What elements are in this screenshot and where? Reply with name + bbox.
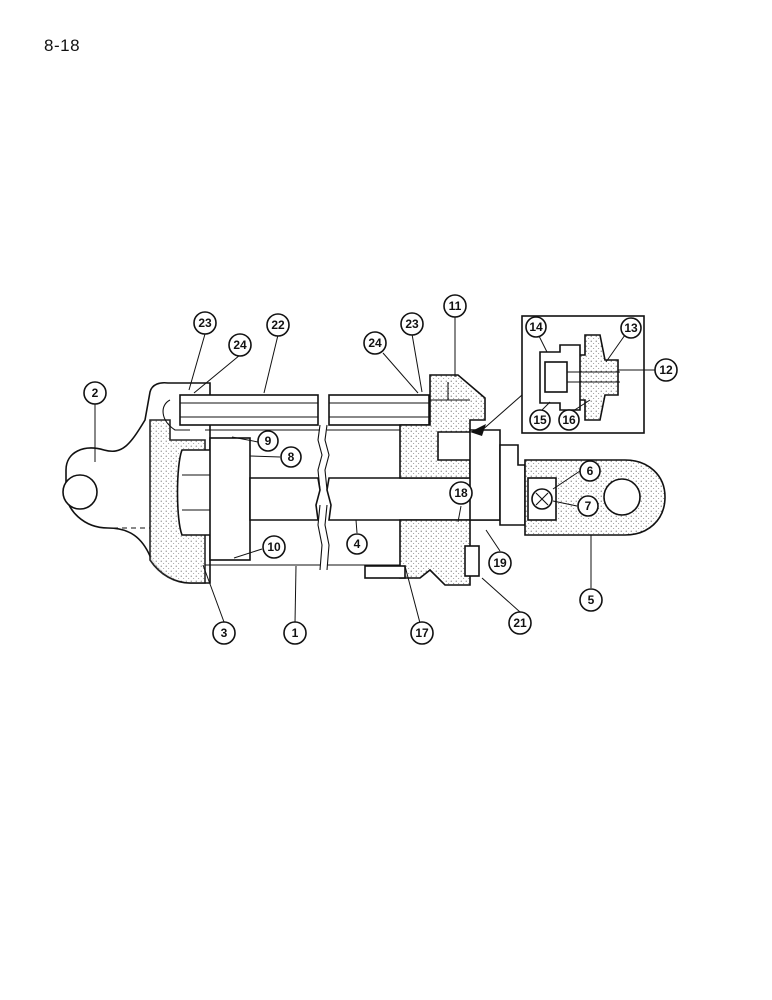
svg-text:16: 16 bbox=[562, 413, 576, 427]
callout-19: 19 bbox=[488, 551, 512, 575]
callout-17: 17 bbox=[410, 621, 434, 645]
page-number: 8-18 bbox=[44, 36, 81, 55]
tie-rods bbox=[162, 394, 430, 431]
svg-text:15: 15 bbox=[533, 413, 547, 427]
svg-text:2: 2 bbox=[92, 386, 99, 400]
bolt bbox=[464, 545, 480, 577]
rod-end-clevis bbox=[524, 459, 666, 536]
svg-text:5: 5 bbox=[588, 593, 595, 607]
svg-text:12: 12 bbox=[659, 363, 673, 377]
svg-text:6: 6 bbox=[587, 464, 594, 478]
callout-1: 1 bbox=[283, 621, 307, 645]
callout-15: 15 bbox=[529, 409, 551, 431]
svg-text:9: 9 bbox=[265, 434, 272, 448]
callout-22: 22 bbox=[266, 313, 290, 337]
callout-7: 7 bbox=[577, 495, 599, 517]
callout-14: 14 bbox=[525, 316, 547, 338]
callout-9: 9 bbox=[257, 430, 279, 452]
svg-text:14: 14 bbox=[529, 320, 543, 334]
callout-18: 18 bbox=[449, 481, 473, 505]
callout-23-right: 23 bbox=[400, 312, 424, 336]
callout-2: 2 bbox=[83, 381, 107, 405]
inset-pointer-arrow bbox=[470, 424, 486, 436]
rod-eye-hole bbox=[603, 478, 641, 516]
callout-5: 5 bbox=[579, 588, 603, 612]
svg-text:10: 10 bbox=[267, 540, 281, 554]
svg-text:24: 24 bbox=[368, 336, 382, 350]
callout-13: 13 bbox=[620, 317, 642, 339]
svg-text:17: 17 bbox=[415, 626, 429, 640]
svg-text:21: 21 bbox=[513, 616, 527, 630]
callout-11: 11 bbox=[443, 294, 467, 318]
callout-4: 4 bbox=[346, 533, 368, 555]
callout-6: 6 bbox=[579, 460, 601, 482]
rear-eye-hole bbox=[62, 474, 98, 510]
callout-12: 12 bbox=[654, 358, 678, 382]
piston bbox=[209, 437, 251, 561]
inset-pointer-line bbox=[479, 394, 523, 433]
svg-text:8: 8 bbox=[288, 450, 295, 464]
cylinder-barrel bbox=[205, 424, 400, 571]
svg-text:13: 13 bbox=[624, 321, 638, 335]
svg-text:7: 7 bbox=[585, 499, 592, 513]
svg-text:4: 4 bbox=[354, 537, 361, 551]
svg-text:23: 23 bbox=[198, 316, 212, 330]
leader-lines bbox=[94, 316, 656, 624]
svg-text:22: 22 bbox=[271, 318, 285, 332]
callout-10: 10 bbox=[262, 535, 286, 559]
svg-text:11: 11 bbox=[449, 299, 462, 313]
callout-3: 3 bbox=[212, 621, 236, 645]
callout-8: 8 bbox=[280, 446, 302, 468]
svg-text:19: 19 bbox=[493, 556, 507, 570]
svg-text:24: 24 bbox=[233, 338, 247, 352]
callout-16: 16 bbox=[558, 409, 580, 431]
callout-24-right: 24 bbox=[363, 331, 387, 355]
svg-text:1: 1 bbox=[292, 626, 299, 640]
callout-24-left: 24 bbox=[228, 333, 252, 357]
svg-text:3: 3 bbox=[221, 626, 228, 640]
callout-21: 21 bbox=[508, 611, 532, 635]
svg-text:23: 23 bbox=[405, 317, 419, 331]
front-head bbox=[364, 374, 526, 586]
svg-text:18: 18 bbox=[454, 486, 468, 500]
callout-23-left: 23 bbox=[193, 311, 217, 335]
